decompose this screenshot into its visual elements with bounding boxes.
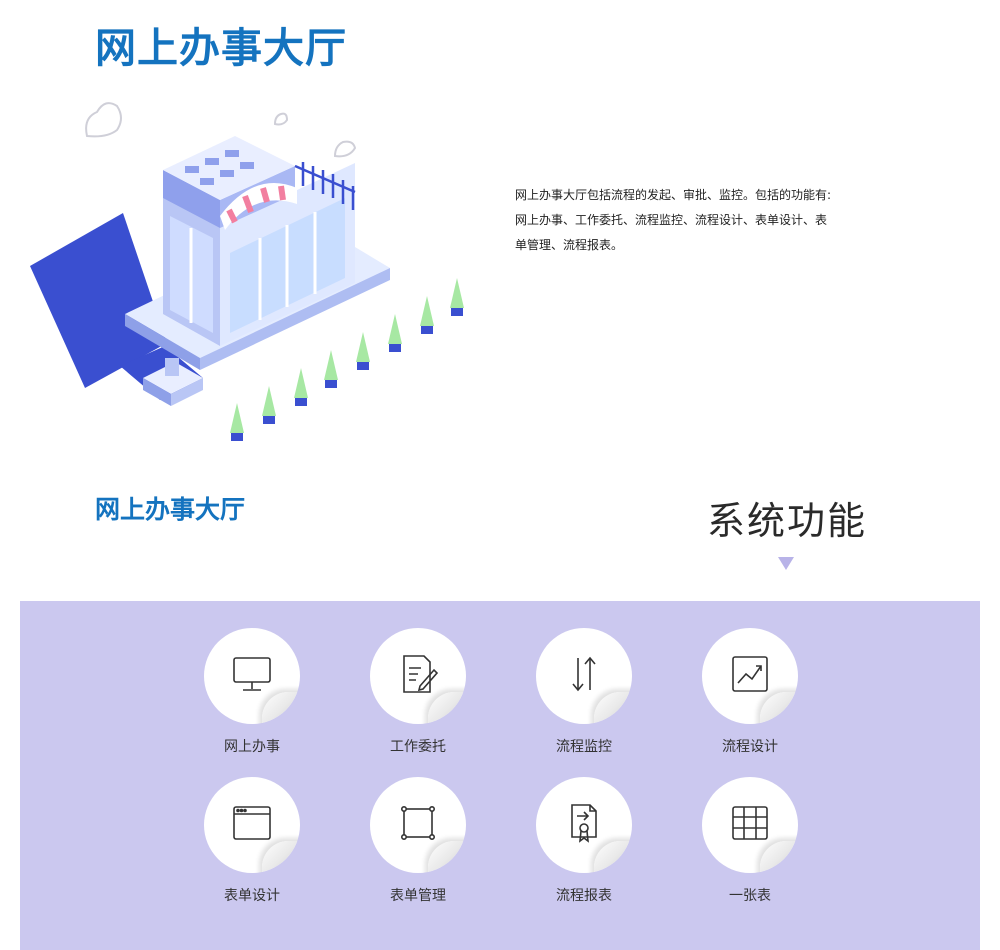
certificate-document-icon — [571, 804, 597, 843]
hero-title: 网上办事大厅 — [95, 24, 347, 72]
line-chart-icon — [732, 656, 768, 692]
feature-circle — [370, 628, 466, 724]
feature-circle — [536, 777, 632, 873]
office-building-illustration — [30, 102, 464, 441]
monitor-icon — [233, 657, 271, 691]
feature-process-report[interactable]: 流程报表 — [518, 777, 648, 917]
feature-label: 网上办事 — [224, 739, 280, 755]
feature-label: 流程监控 — [556, 739, 612, 755]
section-subtitle: 网上办事大厅 — [95, 495, 246, 524]
feature-label: 表单管理 — [390, 888, 446, 904]
feature-circle — [702, 628, 798, 724]
feature-process-monitoring[interactable]: 流程监控 — [518, 628, 648, 768]
up-down-arrows-icon — [572, 656, 596, 692]
feature-circle — [204, 628, 300, 724]
feature-circle — [536, 628, 632, 724]
feature-label: 流程设计 — [722, 739, 778, 755]
feature-circle — [370, 777, 466, 873]
down-triangle-icon — [778, 557, 794, 570]
feature-circle — [204, 777, 300, 873]
feature-form-management[interactable]: 表单管理 — [352, 777, 482, 917]
feature-online-service[interactable]: 网上办事 — [186, 628, 316, 768]
feature-work-delegation[interactable]: 工作委托 — [352, 628, 482, 768]
feature-form-design[interactable]: 表单设计 — [186, 777, 316, 917]
feature-one-table[interactable]: 一张表 — [684, 777, 814, 917]
hero-description: 网上办事大厅包括流程的发起、审批、监控。包括的功能有:网上办事、工作委托、流程监… — [515, 188, 832, 252]
table-grid-icon — [732, 806, 768, 840]
feature-label: 流程报表 — [556, 888, 612, 904]
browser-window-icon — [233, 806, 271, 840]
feature-label: 表单设计 — [224, 888, 280, 904]
section-heading: 系统功能 — [707, 499, 868, 543]
feature-process-design[interactable]: 流程设计 — [684, 628, 814, 768]
feature-label: 工作委托 — [390, 739, 446, 755]
feature-panel: 网上办事 工作委托 流程监控 — [20, 601, 980, 950]
bounding-box-icon — [401, 806, 435, 840]
feature-circle — [702, 777, 798, 873]
document-pen-icon — [403, 655, 439, 693]
feature-label: 一张表 — [729, 888, 771, 904]
